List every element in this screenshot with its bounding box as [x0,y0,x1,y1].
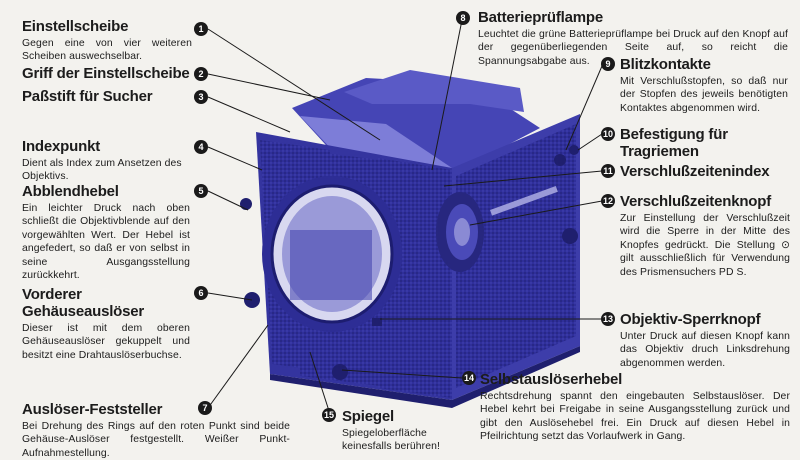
label-title: Objektiv-Sperrknopf [620,311,761,328]
label-griff-einstellscheibe: Griff der Einstellscheibe [22,65,197,82]
callout-number-13: 13 [601,312,615,326]
label-spiegel: Spiegel Spiegeloberfläche keinesfalls be… [342,408,472,454]
callout-number-5: 5 [194,184,208,198]
callout-number-11: 11 [601,164,615,178]
label-befestigung-tragriemen: Befestigung für Tragriemen [620,126,788,160]
label-indexpunkt: Indexpunkt Dient als Index zum Ansetzen … [22,138,192,184]
label-einstellscheibe: Einstellscheibe Gegen eine von vier weit… [22,18,192,64]
callout-number-12: 12 [601,194,615,208]
label-title: Selbstauslöserhebel [480,371,623,388]
label-title: Befestigung für Tragriemen [620,126,728,160]
label-description: Dient als Index zum Ansetzen des Objekti… [22,158,182,183]
callout-number-6: 6 [194,286,208,300]
label-title: Vorderer Gehäuseauslöser [22,286,145,320]
callout-number-15: 15 [322,408,336,422]
label-title: Griff der Einstellscheibe [22,65,190,82]
callout-number-4: 4 [194,140,208,154]
callout-number-9: 9 [601,57,615,71]
label-title: Auslöser-Feststeller [22,401,163,418]
label-batteriepruflampe: Batterieprüflampe Leuchtet die grüne Bat… [478,9,788,68]
label-title: Blitzkontakte [620,56,711,73]
label-description: Unter Druck auf diesen Knopf kann das Ob… [620,331,790,369]
label-description: Rechtsdrehung spannt den eingebauten Sel… [480,391,790,443]
callout-number-3: 3 [194,90,208,104]
label-description: Bei Drehung des Rings auf den roten Punk… [22,421,290,459]
callout-number-8: 8 [456,11,470,25]
label-title: Abblendhebel [22,183,119,200]
label-title: Einstellscheibe [22,18,129,35]
label-title: Indexpunkt [22,138,101,155]
label-selbstausloeserhebel: Selbstauslöserhebel Rechtsdrehung spannt… [480,371,790,444]
label-objektiv-sperrknopf: Objektiv-Sperrknopf Unter Druck auf dies… [620,311,790,370]
callout-number-10: 10 [601,127,615,141]
label-passstift: Paßstift für Sucher [22,88,192,105]
label-vorderer-gehaeuseausloeser: Vorderer Gehäuseauslöser Dieser ist mit … [22,286,190,362]
label-title: Paßstift für Sucher [22,88,153,105]
callout-number-2: 2 [194,67,208,81]
callout-number-14: 14 [462,371,476,385]
callout-number-7: 7 [198,401,212,415]
label-title: Verschlußzeitenindex [620,163,770,180]
label-description: Dieser ist mit dem oberen Gehäuseauslöse… [22,323,190,361]
label-description: Ein leichter Druck nach oben schließt di… [22,203,190,282]
label-description: Gegen eine von vier weiteren Scheiben au… [22,38,192,63]
label-title: Verschlußzeitenknopf [620,193,772,210]
label-description: Leuchtet die grüne Batterieprüflampe bei… [478,29,788,67]
callout-number-1: 1 [194,22,208,36]
label-ausloeser-feststeller: Auslöser-Feststeller Bei Drehung des Rin… [22,401,290,460]
label-description: Spiegeloberfläche keinesfalls berühren! [342,428,440,453]
label-abblendhebel: Abblendhebel Ein leichter Druck nach obe… [22,183,190,282]
label-verschlusszeitenknopf: Verschlußzeitenknopf Zur Einstellung der… [620,193,790,279]
label-title: Spiegel [342,408,394,425]
label-description: Mit Verschlußstopfen, so daß nur der Sto… [620,76,788,114]
label-blitzkontakte: Blitzkontakte Mit Verschlußstopfen, so d… [620,56,788,115]
label-verschlusszeitenindex: Verschlußzeitenindex [620,163,796,180]
label-title: Batterieprüflampe [478,9,603,26]
label-description: Zur Einstellung der Verschlußzeit wird d… [620,213,790,278]
